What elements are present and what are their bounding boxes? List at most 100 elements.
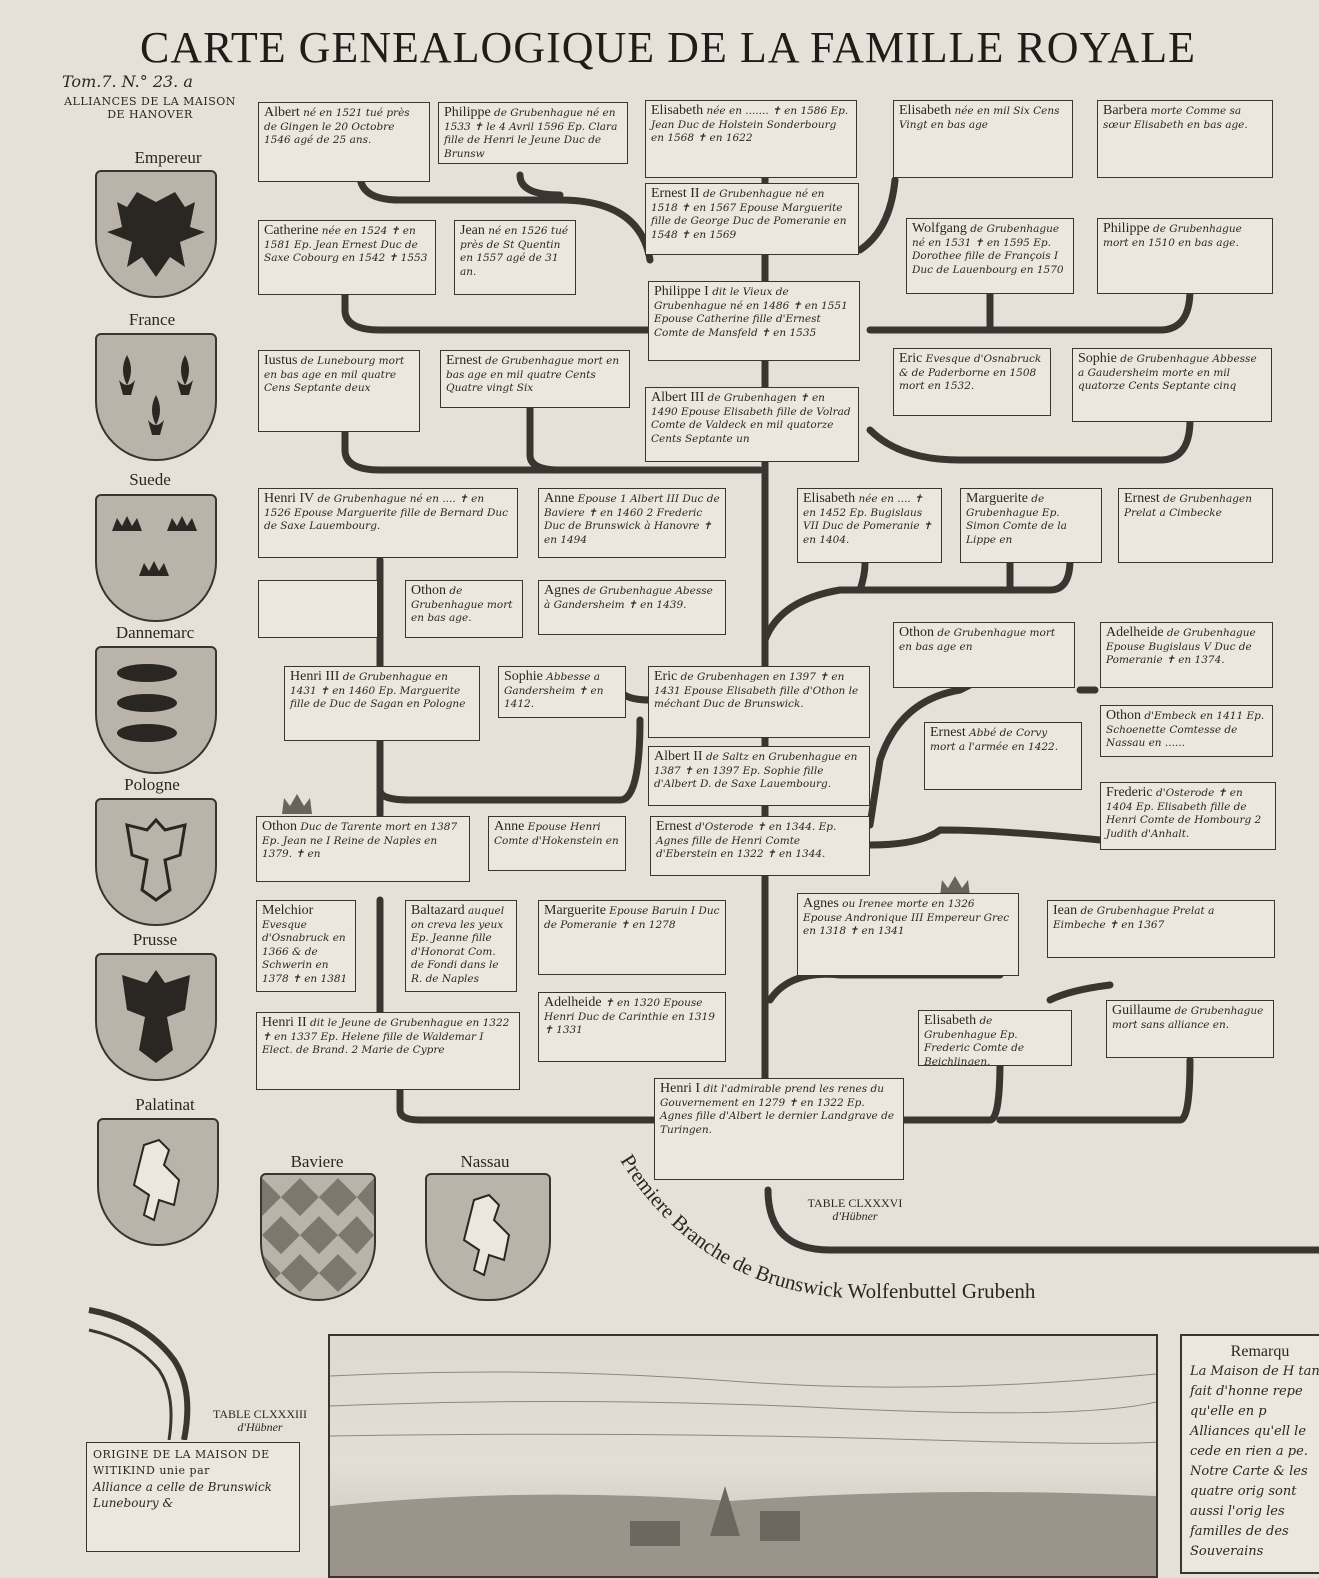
person-node[interactable]: Henri II dit le Jeune de Grubenhague en … xyxy=(256,1012,520,1090)
person-name: Anne xyxy=(494,819,525,834)
person-details: ✝ en 1320 Epouse Henri Duc de Carinthie … xyxy=(544,997,715,1036)
person-node[interactable]: Jean né en 1526 tué près de St Quentin e… xyxy=(454,220,576,295)
person-name: Henri II xyxy=(262,1015,307,1030)
person-node[interactable]: Frederic d'Osterode ✝ en 1404 Ep. Elisab… xyxy=(1100,782,1276,850)
person-details: Duc de Tarente mort en 1387 Ep. Jean ne … xyxy=(262,821,458,860)
person-details: de Saltz en Grubenhague en 1387 ✝ en 139… xyxy=(654,751,858,790)
person-name: Othon xyxy=(262,819,297,834)
person-node[interactable]: Elisabeth née en mil Six Cens Vingt en b… xyxy=(893,100,1073,178)
page-title: CARTE GENEALOGIQUE DE LA FAMILLE ROYALE xyxy=(140,23,1196,72)
person-node[interactable]: Barbera morte Comme sa sœur Elisabeth en… xyxy=(1097,100,1273,178)
person-node[interactable]: Philippe de Grubenhague mort en 1510 en … xyxy=(1097,218,1273,294)
person-node[interactable]: Elisabeth née en .... ✝ en 1452 Ep. Bugi… xyxy=(797,488,942,563)
lozenges-icon xyxy=(262,1178,374,1293)
arms-label-pologne: Pologne xyxy=(124,775,180,794)
person-node[interactable]: Albert II de Saltz en Grubenhague en 138… xyxy=(648,746,870,806)
person-details: de Grubenhagen Prelat a Cimbecke xyxy=(1124,493,1252,519)
person-name: Adelheide xyxy=(1106,625,1164,640)
person-node[interactable]: Agnes de Grubenhague Abesse à Gandershei… xyxy=(538,580,726,635)
person-details: dit le Vieux de Grubenhague né en 1486 ✝… xyxy=(654,286,848,339)
person-details: de Grubenhagen en 1397 ✝ en 1431 Epouse … xyxy=(654,671,859,710)
table-reference-186: TABLE CLXXXVI d'Hübner xyxy=(770,1197,940,1223)
person-details: Epouse 1 Albert III Duc de Baviere ✝ en … xyxy=(544,493,720,546)
person-node[interactable]: Elisabeth née en ....... ✝ en 1586 Ep. J… xyxy=(645,100,857,178)
person-node[interactable]: Anne Epouse Henri Comte d'Hokenstein en xyxy=(488,816,626,871)
person-details: de Grubenhague Abesse à Gandersheim ✝ en… xyxy=(544,585,713,611)
person-node[interactable]: Albert III de Grubenhagen ✝ en 1490 Epou… xyxy=(645,387,859,462)
person-node[interactable]: Othon d'Embeck en 1411 Ep. Schoenette Co… xyxy=(1100,705,1273,757)
person-details: née en 1524 ✝ en 1581 Ep. Jean Ernest Du… xyxy=(264,225,428,264)
person-node[interactable]: Melchior Evesque d'Osnabruck en 1366 & d… xyxy=(256,900,356,992)
crown-icon xyxy=(282,794,312,814)
person-name: Ernest xyxy=(656,819,692,834)
person-node[interactable]: Adelheide ✝ en 1320 Epouse Henri Duc de … xyxy=(538,992,726,1062)
person-node[interactable]: Catherine née en 1524 ✝ en 1581 Ep. Jean… xyxy=(258,220,436,295)
person-node[interactable]: Henri IV de Grubenhague né en .... ✝ en … xyxy=(258,488,518,558)
shield-suede xyxy=(95,494,217,622)
person-details: de Grubenhague mort sans alliance en. xyxy=(1112,1005,1264,1031)
person-details: d'Osterode ✝ en 1404 Ep. Elisabeth fille… xyxy=(1106,787,1262,840)
arms-label-empereur: Empereur xyxy=(134,148,202,167)
person-node[interactable]: Marguerite de Grubenhague Ep. Simon Comt… xyxy=(960,488,1102,563)
person-node[interactable]: Ernest de Grubenhague mort en bas age en… xyxy=(440,350,630,408)
person-node-root[interactable]: Henri I dit l'admirable prend les renes … xyxy=(654,1078,904,1180)
person-details: Abbesse a Gandersheim ✝ en 1412. xyxy=(504,671,604,710)
person-name: Philippe xyxy=(1103,221,1150,236)
person-name: Iustus xyxy=(264,353,298,368)
person-details: de Grubenhague mort en 1510 en bas age. xyxy=(1103,223,1242,249)
person-node[interactable]: Philippe I dit le Vieux de Grubenhague n… xyxy=(648,281,860,361)
three-lions-icon xyxy=(117,664,177,742)
person-node[interactable]: Othon de Grubenhague mort en bas age en xyxy=(893,622,1075,688)
person-name: Melchior xyxy=(262,903,314,918)
person-name: Albert III xyxy=(651,390,705,405)
person-node[interactable]: Adelheide de Grubenhague Epouse Bugislau… xyxy=(1100,622,1273,688)
person-name: Ernest xyxy=(446,353,482,368)
person-node[interactable]: Ernest II de Grubenhague né en 1518 ✝ en… xyxy=(645,183,859,255)
person-details: Abbé de Corvy mort a l'armée en 1422. xyxy=(930,727,1059,753)
person-node-empty[interactable] xyxy=(258,580,378,638)
arms-label-nassau: Nassau xyxy=(460,1152,510,1171)
person-details: de Grubenhague né en 1533 ✝ le 4 Avril 1… xyxy=(444,107,618,160)
person-name: Agnes xyxy=(544,583,580,598)
person-node[interactable]: Eric Evesque d'Osnabruck & de Paderborne… xyxy=(893,348,1051,416)
black-eagle-icon xyxy=(122,970,190,1063)
city-view-engraving xyxy=(328,1334,1158,1578)
shield-nassau xyxy=(425,1173,551,1301)
person-details: de Grubenhague mort en bas age en xyxy=(899,627,1056,653)
person-node[interactable]: Sophie Abbesse a Gandersheim ✝ en 1412. xyxy=(498,666,626,718)
person-node[interactable]: Albert né en 1521 tué près de Gingen le … xyxy=(258,102,430,182)
person-name: Baltazard xyxy=(411,903,465,918)
person-node[interactable]: Othon Duc de Tarente mort en 1387 Ep. Je… xyxy=(256,816,470,882)
person-node[interactable]: Agnes ou Irenee morte en 1326 Epouse And… xyxy=(797,893,1019,976)
person-node[interactable]: Guillaume de Grubenhague mort sans allia… xyxy=(1106,1000,1274,1058)
person-node[interactable]: Henri III de Grubenhague en 1431 ✝ en 14… xyxy=(284,666,480,741)
person-name: Ernest II xyxy=(651,186,700,201)
person-details: de Grubenhague mort en bas age en mil qu… xyxy=(446,355,620,394)
arms-label-prusse: Prusse xyxy=(132,930,178,949)
person-node[interactable]: Baltazard auquel on creva les yeux Ep. J… xyxy=(405,900,517,992)
person-name: Eric xyxy=(654,669,678,684)
table-source: d'Hübner xyxy=(237,1420,283,1434)
person-details: de Grubenhague né en .... ✝ en 1526 Epou… xyxy=(264,493,509,532)
person-node[interactable]: Anne Epouse 1 Albert III Duc de Baviere … xyxy=(538,488,726,558)
person-node[interactable]: Ernest d'Osterode ✝ en 1344. Ep. Agnes f… xyxy=(650,816,870,876)
person-node[interactable]: Othon de Grubenhague mort en bas age. xyxy=(405,580,523,638)
person-node[interactable]: Marguerite Epouse Baruin I Duc de Pomera… xyxy=(538,900,726,975)
person-details: dit l'admirable prend les renes du Gouve… xyxy=(660,1083,895,1136)
person-node[interactable]: Wolfgang de Grubenhague né en 1531 ✝ en … xyxy=(906,218,1074,294)
person-name: Ernest xyxy=(1124,491,1160,506)
person-name: Henri IV xyxy=(264,491,315,506)
person-node[interactable]: Ernest de Grubenhagen Prelat a Cimbecke xyxy=(1118,488,1273,563)
shield-palatinat xyxy=(97,1118,219,1246)
person-node[interactable]: Iean de Grubenhague Prelat a Eimbeche ✝ … xyxy=(1047,900,1275,958)
person-node[interactable]: Philippe de Grubenhague né en 1533 ✝ le … xyxy=(438,102,628,164)
person-node[interactable]: Sophie de Grubenhague Abbesse a Gaudersh… xyxy=(1072,348,1272,422)
person-name: Elisabeth xyxy=(651,103,704,118)
person-node[interactable]: Eric de Grubenhagen en 1397 ✝ en 1431 Ep… xyxy=(648,666,870,738)
person-name: Ernest xyxy=(930,725,966,740)
person-node[interactable]: Elisabeth de Grubenhague Ep. Frederic Co… xyxy=(918,1010,1072,1066)
shield-dannemarc xyxy=(95,646,217,774)
person-details: d'Embeck en 1411 Ep. Schoenette Comtesse… xyxy=(1106,710,1265,749)
person-node[interactable]: Iustus de Lunebourg mort en bas age en m… xyxy=(258,350,420,432)
person-node[interactable]: Ernest Abbé de Corvy mort a l'armée en 1… xyxy=(924,722,1082,790)
